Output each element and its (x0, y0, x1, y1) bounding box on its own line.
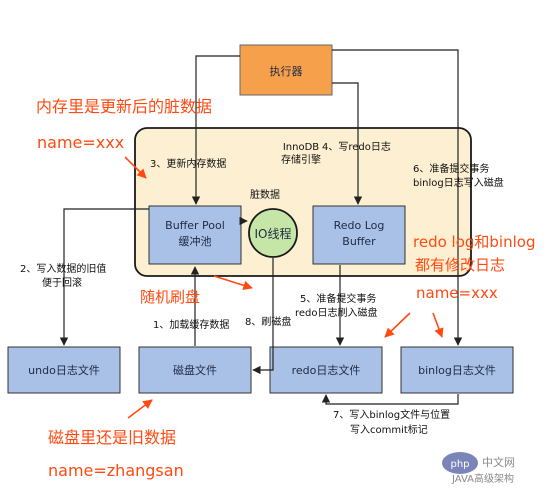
arrow-write-undo (59, 208, 149, 346)
undo-file-box (7, 346, 121, 394)
disk-file-box (138, 346, 252, 394)
note-logs-arrow-right (432, 312, 444, 338)
undo-file-label: undo日志文件 (28, 363, 100, 377)
redo-log-buffer-box (312, 205, 406, 265)
note-memory-dirty-value: name=xxx (37, 133, 124, 152)
redo-log-buffer-label: Redo Log (334, 219, 385, 232)
step-5-label: 5、准备提交事务 (300, 292, 376, 305)
note-logs-modified-value: name=xxx (416, 284, 498, 302)
step-7-label: 7、写入binlog文件与位置 (333, 408, 450, 421)
disk-file-label: 磁盘文件 (173, 363, 217, 377)
step-2-sublabel: 便于回滚 (42, 276, 82, 289)
step-8-label: 8、刷磁盘 (245, 315, 291, 328)
note-disk-old: 磁盘里还是旧数据 (48, 428, 176, 447)
buffer-pool-box (148, 205, 242, 265)
step-3-label: 3、更新内存数据 (150, 157, 226, 170)
note-memory-arrow (124, 156, 147, 179)
io-thread-label: IO线程 (255, 226, 292, 241)
note-disk-old-value: name=zhangsan (48, 461, 184, 480)
io-thread-node (248, 208, 298, 258)
executor-label: 执行器 (270, 64, 303, 78)
step-5-sublabel: redo日志刷入磁盘 (295, 306, 378, 319)
note-random-flush: 随机刷盘 (140, 288, 200, 306)
step-2-label: 2、写入数据的旧值 (20, 262, 106, 275)
arrow-update-memory (191, 55, 240, 205)
note-disk-arrow (127, 399, 153, 419)
arrow-commit-mark (321, 394, 459, 405)
step-6-label: 6、准备提交事务 (413, 162, 489, 175)
redo-log-buffer-sublabel: Buffer (342, 235, 376, 248)
engine-label: InnoDB (283, 142, 319, 153)
note-random-flush-arrow (213, 275, 253, 290)
note-logs-arrow-left (384, 312, 411, 338)
redo-file-box (269, 346, 383, 394)
buffer-pool-sublabel: 缓冲池 (179, 234, 212, 248)
dirty-data-label: 脏数据 (250, 188, 280, 201)
executor-box (239, 44, 333, 96)
arrow-write-redo (332, 82, 363, 205)
php-logo (442, 452, 478, 474)
step-4-label: 4、写redo日志 (322, 140, 391, 153)
binlog-file-box (400, 346, 514, 394)
buffer-pool-label: Buffer Pool (165, 219, 225, 232)
arrow-flush-disk (252, 258, 274, 375)
redo-file-label: redo日志文件 (292, 363, 361, 377)
step-6-sublabel: binlog日志写入磁盘 (413, 176, 504, 189)
arrow-write-binlog (332, 49, 463, 346)
step-1-label: 1、加载缓存数据 (153, 318, 229, 331)
watermark-account: JAVA高级架构 (451, 472, 514, 485)
step-7-sublabel: 写入commit标记 (350, 424, 428, 436)
php-logo-text: php (450, 459, 469, 470)
note-logs-modified: redo log和binlog (413, 233, 535, 251)
note-logs-modified-2: 都有修改日志 (415, 256, 505, 274)
engine-sublabel: 存储引擎 (281, 153, 321, 166)
watermark-site: 中文网 (482, 455, 515, 469)
note-memory-dirty: 内存里是更新后的脏数据 (36, 97, 212, 116)
binlog-file-label: binlog日志文件 (418, 363, 496, 377)
